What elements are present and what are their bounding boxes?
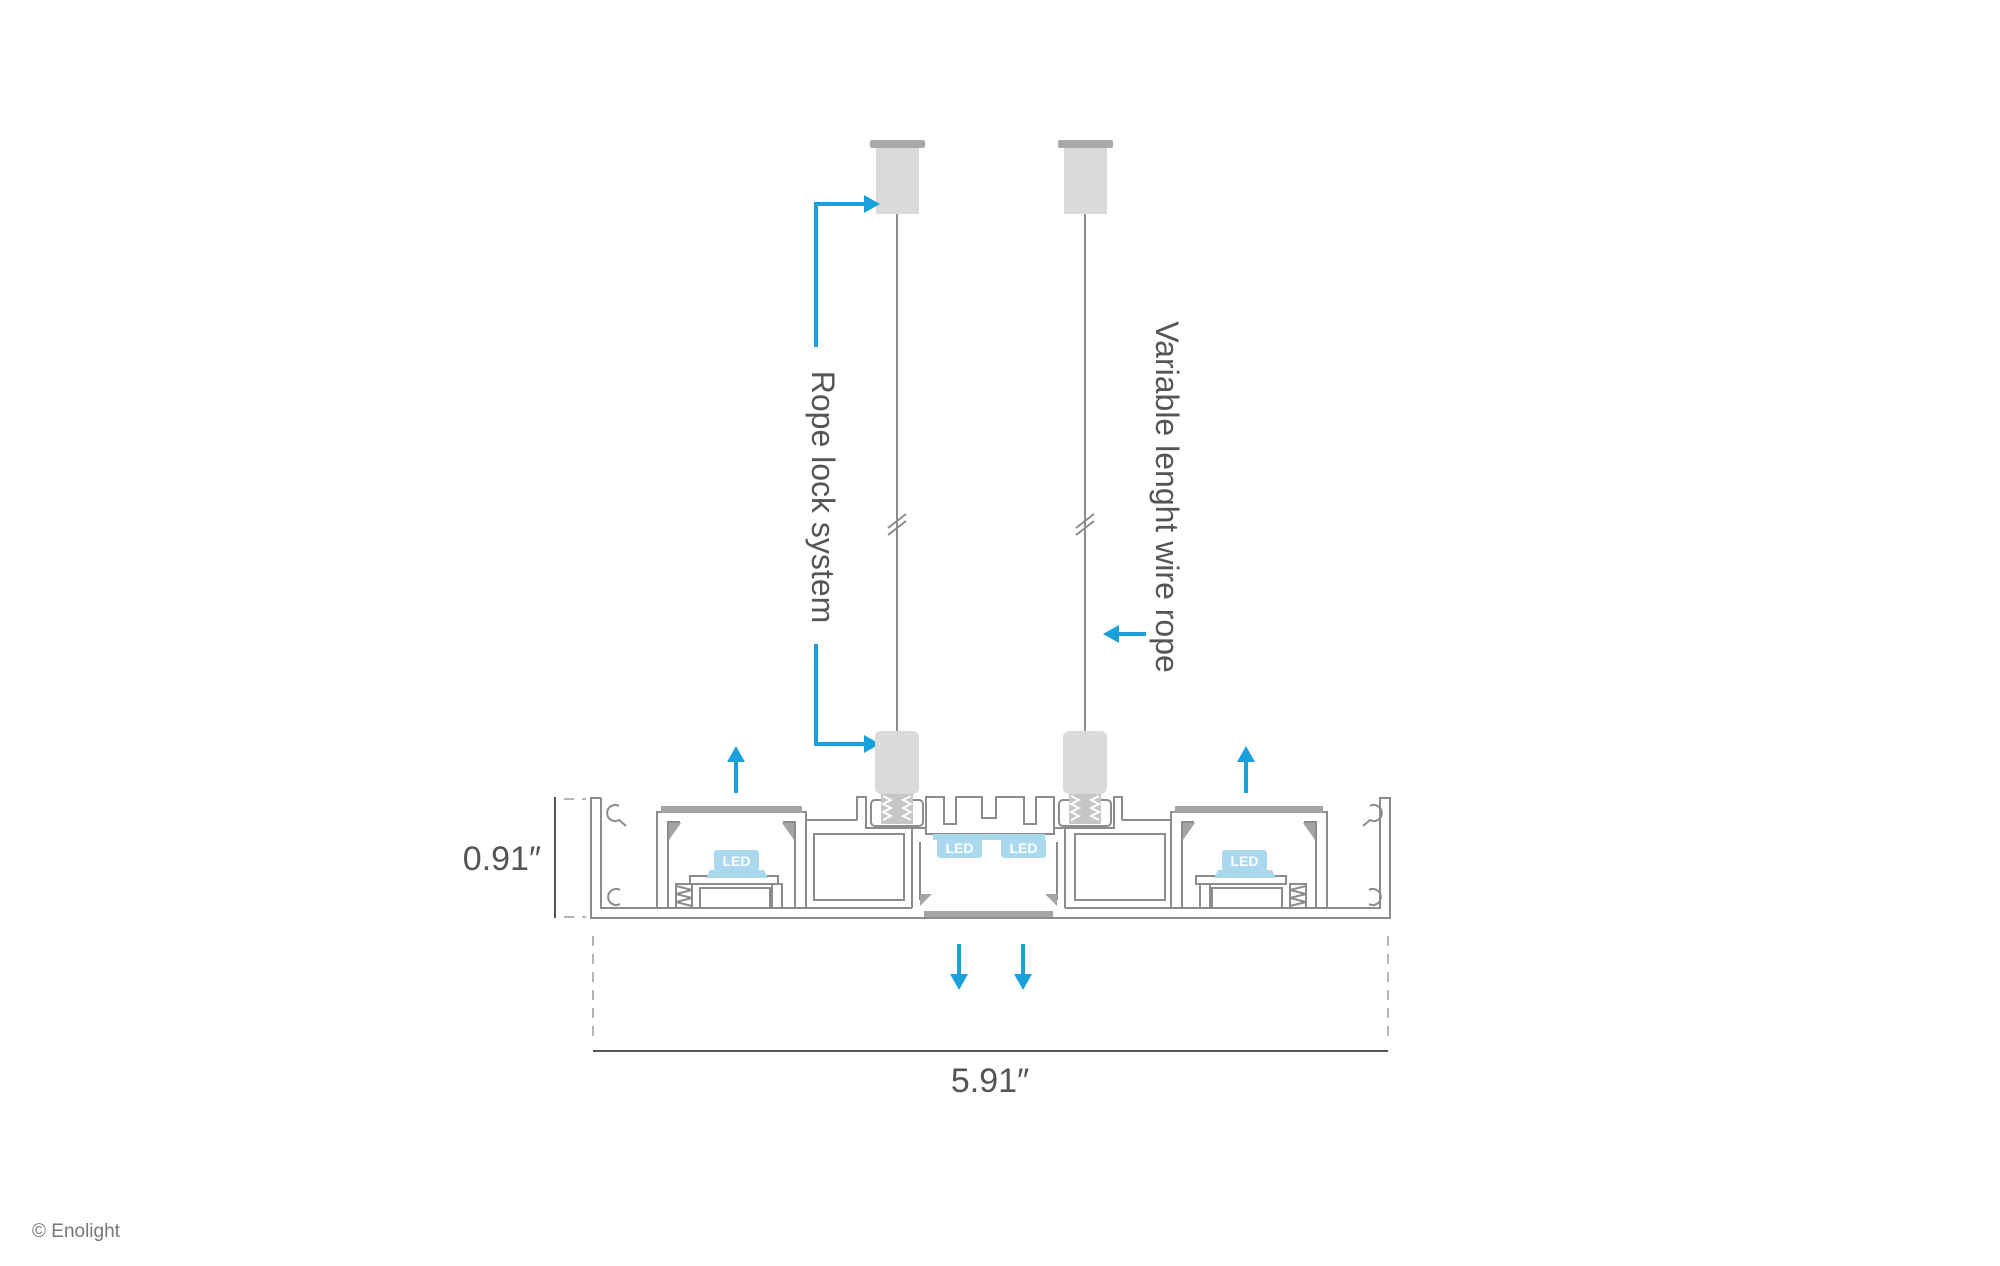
height-dim-label: 0.91″: [463, 840, 541, 878]
left-box-chamber: [805, 819, 913, 908]
led-label-right: LED: [1222, 850, 1267, 871]
break-mark-right: [1075, 513, 1095, 536]
svg-text:LED: LED: [946, 840, 974, 856]
dimension-width: [592, 936, 1389, 1052]
uplight-arrow-right-icon: [1237, 746, 1255, 793]
wire-rope-label: Variable lenght wire rope: [1149, 321, 1185, 673]
rope-lock-left: [870, 731, 924, 827]
left-diffuser-lens: [661, 806, 802, 813]
right-box-chamber: [1064, 819, 1172, 908]
downlight-arrow-right-icon: [1014, 944, 1032, 990]
width-dim-label: 5.91″: [951, 1062, 1029, 1100]
right-diffuser-lens: [1175, 806, 1323, 813]
svg-text:LED: LED: [723, 853, 751, 869]
ceiling-cap-right: [1058, 140, 1113, 214]
uplight-arrow-left-icon: [727, 746, 745, 793]
svg-text:LED: LED: [1010, 840, 1038, 856]
right-uplight-compartment: LED: [1170, 806, 1328, 909]
svg-text:LED: LED: [1231, 853, 1259, 869]
end-clip-bottom-right: [1368, 888, 1382, 906]
left-uplight-compartment: LED: [656, 806, 807, 909]
profile-outer-shell: [590, 797, 1391, 919]
led-label-left: LED: [714, 850, 759, 871]
rope-lock-label: Rope lock system: [805, 371, 841, 624]
led-label-center-right: LED: [1001, 838, 1046, 858]
end-clip-top-right: [1362, 804, 1383, 827]
rope-lock-bracket: [814, 195, 880, 753]
ceiling-cap-left: [870, 140, 925, 214]
profile-cross-section: LED LED LED: [590, 796, 1391, 919]
copyright-text: © Enolight: [32, 1221, 121, 1242]
led-label-center-left: LED: [937, 838, 982, 858]
downlight-arrow-left-icon: [950, 944, 968, 990]
end-clip-bottom-left: [607, 888, 621, 906]
wire-rope-arrow-icon: [1103, 625, 1146, 643]
end-clip-top-left: [606, 804, 627, 827]
downlight-lens: [924, 911, 1053, 917]
break-mark-left: [887, 513, 907, 536]
rope-lock-right: [1058, 731, 1112, 827]
dimension-height: [554, 797, 586, 918]
